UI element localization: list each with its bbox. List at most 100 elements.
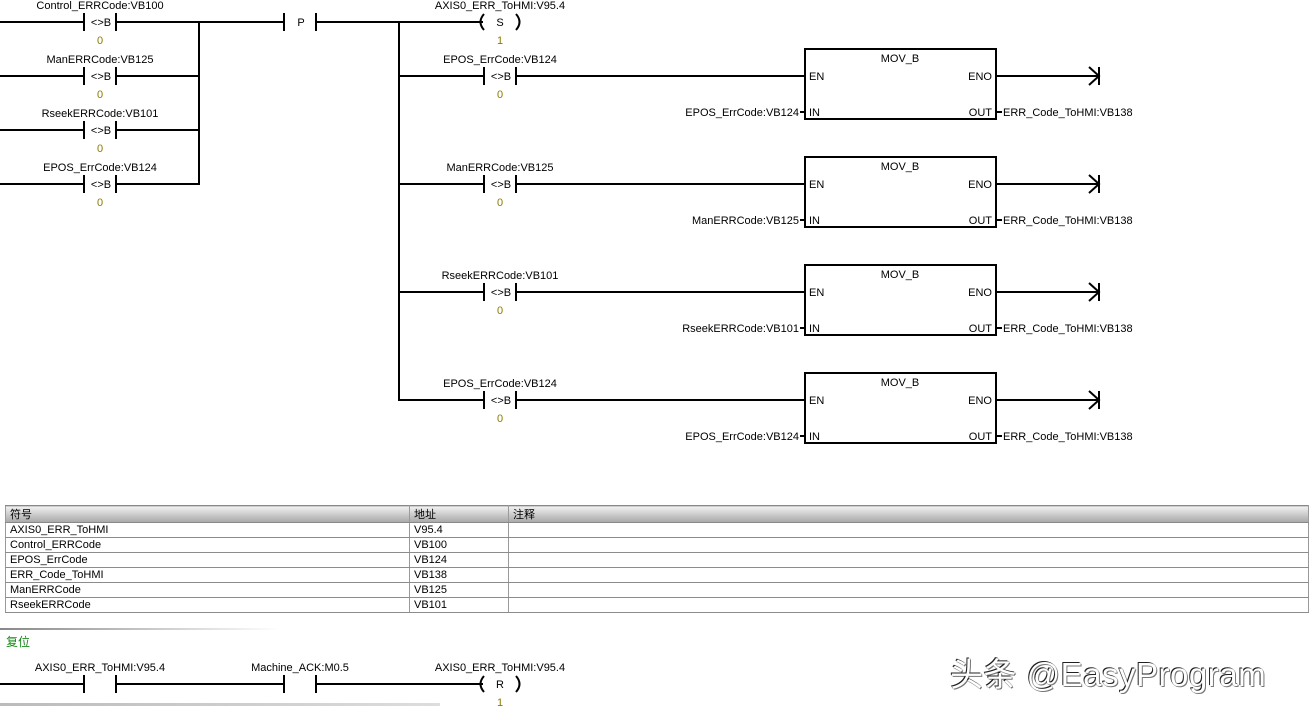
- comment-cell[interactable]: [508, 597, 1309, 613]
- address-cell[interactable]: VB124: [409, 552, 509, 568]
- contact-operand[interactable]: RseekERRCode:VB101: [42, 108, 159, 120]
- symbol-cell[interactable]: RseekERRCode: [5, 597, 410, 613]
- header-comment[interactable]: 注释: [508, 505, 1309, 523]
- out-pin-label: OUT: [969, 107, 993, 119]
- contact-operand[interactable]: Control_ERRCode:VB100: [36, 0, 163, 12]
- in-pin-label: IN: [809, 431, 820, 443]
- symbol-cell[interactable]: ManERRCode: [5, 582, 410, 598]
- contact-operator: <>B: [491, 287, 511, 299]
- en-pin-label: EN: [809, 287, 824, 299]
- rung-end-arrow-icon: [1088, 66, 1101, 86]
- contact-operator: <>B: [91, 17, 111, 29]
- coil-left-paren[interactable]: [479, 675, 485, 693]
- comment-cell[interactable]: [508, 567, 1309, 583]
- symbol-cell[interactable]: EPOS_ErrCode: [5, 552, 410, 568]
- comment-cell[interactable]: [508, 537, 1309, 553]
- en-pin-label: EN: [809, 71, 824, 83]
- contact-value: 0: [497, 197, 503, 209]
- eno-pin-label: ENO: [968, 287, 992, 299]
- out-operand[interactable]: ERR_Code_ToHMI:VB138: [1003, 215, 1133, 227]
- coil-operand[interactable]: AXIS0_ERR_ToHMI:V95.4: [435, 662, 565, 674]
- contact-operator: <>B: [91, 71, 111, 83]
- header-symbol[interactable]: 符号: [5, 505, 410, 523]
- symbol-cell[interactable]: AXIS0_ERR_ToHMI: [5, 522, 410, 538]
- address-cell[interactable]: VB138: [409, 567, 509, 583]
- contact-operand[interactable]: EPOS_ErrCode:VB124: [443, 378, 557, 390]
- contact-operand[interactable]: ManERRCode:VB125: [446, 162, 553, 174]
- eno-pin-label: ENO: [968, 71, 992, 83]
- contact-value: 0: [497, 305, 503, 317]
- coil-value: 1: [497, 697, 503, 706]
- in-operand[interactable]: EPOS_ErrCode:VB124: [685, 107, 799, 119]
- contact-value: 0: [97, 89, 103, 101]
- out-operand[interactable]: ERR_Code_ToHMI:VB138: [1003, 323, 1133, 335]
- box-title: MOV_B: [881, 161, 920, 173]
- in-pin-label: IN: [809, 323, 820, 335]
- coil-value: 1: [497, 35, 503, 47]
- contact-value: 0: [97, 143, 103, 155]
- comment-cell[interactable]: [508, 522, 1309, 538]
- contact-operator: <>B: [91, 125, 111, 137]
- address-cell[interactable]: V95.4: [409, 522, 509, 538]
- symbol-cell[interactable]: Control_ERRCode: [5, 537, 410, 553]
- box-title: MOV_B: [881, 53, 920, 65]
- comment-cell[interactable]: [508, 552, 1309, 568]
- coil-operator: R: [496, 679, 504, 691]
- contact-operand[interactable]: RseekERRCode:VB101: [442, 270, 559, 282]
- network-separator-bottom: [0, 703, 440, 706]
- in-operand[interactable]: ManERRCode:VB125: [692, 215, 799, 227]
- in-operand[interactable]: EPOS_ErrCode:VB124: [685, 431, 799, 443]
- contact-operand[interactable]: EPOS_ErrCode:VB124: [443, 54, 557, 66]
- coil-left-paren[interactable]: [479, 13, 485, 31]
- contact-operator: <>B: [491, 71, 511, 83]
- contact-operator: <>B: [491, 395, 511, 407]
- contact-value: 0: [97, 35, 103, 47]
- mov-b-box[interactable]: [804, 48, 997, 120]
- address-cell[interactable]: VB100: [409, 537, 509, 553]
- network-comment[interactable]: 复位: [6, 635, 31, 649]
- contact-operand[interactable]: ManERRCode:VB125: [46, 54, 153, 66]
- box-title: MOV_B: [881, 269, 920, 281]
- symbol-table-header: 符号 地址 注释: [5, 505, 1309, 523]
- coil-right-paren[interactable]: [515, 13, 521, 31]
- en-pin-label: EN: [809, 179, 824, 191]
- in-pin-label: IN: [809, 107, 820, 119]
- en-pin-label: EN: [809, 395, 824, 407]
- address-cell[interactable]: VB101: [409, 597, 509, 613]
- contact-value: 0: [497, 413, 503, 425]
- address-cell[interactable]: VB125: [409, 582, 509, 598]
- out-operand[interactable]: ERR_Code_ToHMI:VB138: [1003, 431, 1133, 443]
- contact-operand[interactable]: EPOS_ErrCode:VB124: [43, 162, 157, 174]
- rung-end-arrow-icon: [1088, 282, 1101, 302]
- mov-b-box[interactable]: [804, 156, 997, 228]
- mov-b-box[interactable]: [804, 372, 997, 444]
- contact-operand[interactable]: AXIS0_ERR_ToHMI:V95.4: [35, 662, 165, 674]
- coil-operand[interactable]: AXIS0_ERR_ToHMI:V95.4: [435, 0, 565, 12]
- in-operand[interactable]: RseekERRCode:VB101: [682, 323, 799, 335]
- contact-value: 0: [497, 89, 503, 101]
- network-separator: [0, 628, 280, 630]
- contact-value: 0: [97, 197, 103, 209]
- header-address[interactable]: 地址: [409, 505, 509, 523]
- contact-operator: P: [297, 17, 304, 29]
- symbol-cell[interactable]: ERR_Code_ToHMI: [5, 567, 410, 583]
- out-operand[interactable]: ERR_Code_ToHMI:VB138: [1003, 107, 1133, 119]
- box-title: MOV_B: [881, 377, 920, 389]
- comment-cell[interactable]: [508, 582, 1309, 598]
- watermark: 头条 @EasyProgram: [950, 656, 1267, 693]
- coil-right-paren[interactable]: [515, 675, 521, 693]
- contact-operator: <>B: [491, 179, 511, 191]
- mov-b-box[interactable]: [804, 264, 997, 336]
- eno-pin-label: ENO: [968, 179, 992, 191]
- contact-operand[interactable]: Machine_ACK:M0.5: [251, 662, 349, 674]
- contact-operator: <>B: [91, 179, 111, 191]
- out-pin-label: OUT: [969, 431, 993, 443]
